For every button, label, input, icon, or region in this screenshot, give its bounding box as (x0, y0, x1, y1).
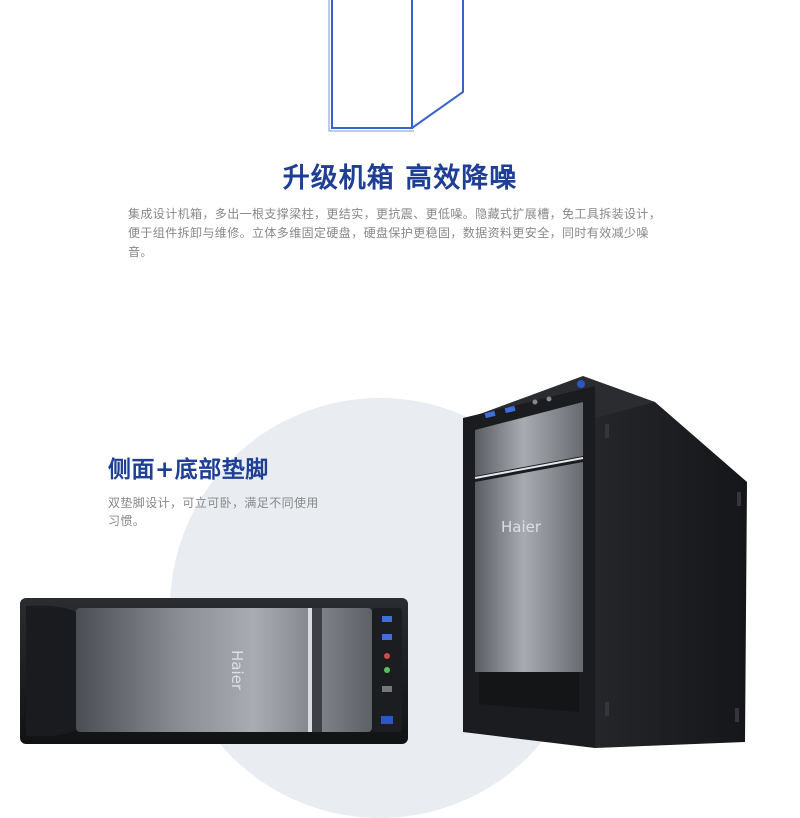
brand-logo-side: Haier (228, 650, 246, 691)
feet-description: 双垫脚设计，可立可卧，满足不同使用习惯。 (108, 496, 319, 528)
upgrade-case-description: 集成设计机箱，多出一根支撑梁柱，更结实，更抗震、更低噪。隐藏式扩展槽，免工具拆装… (128, 207, 662, 259)
upgrade-case-heading: 升级机箱 高效降噪 (282, 163, 518, 194)
pc-tower-standing-image: Haier (463, 376, 747, 748)
brand-logo-tower: Haier (501, 518, 542, 536)
pc-lying-horizontal-image: Haier (20, 598, 408, 744)
feet-heading: 侧面+底部垫脚 (108, 457, 269, 483)
chassis-outline-illustration (328, 0, 464, 132)
